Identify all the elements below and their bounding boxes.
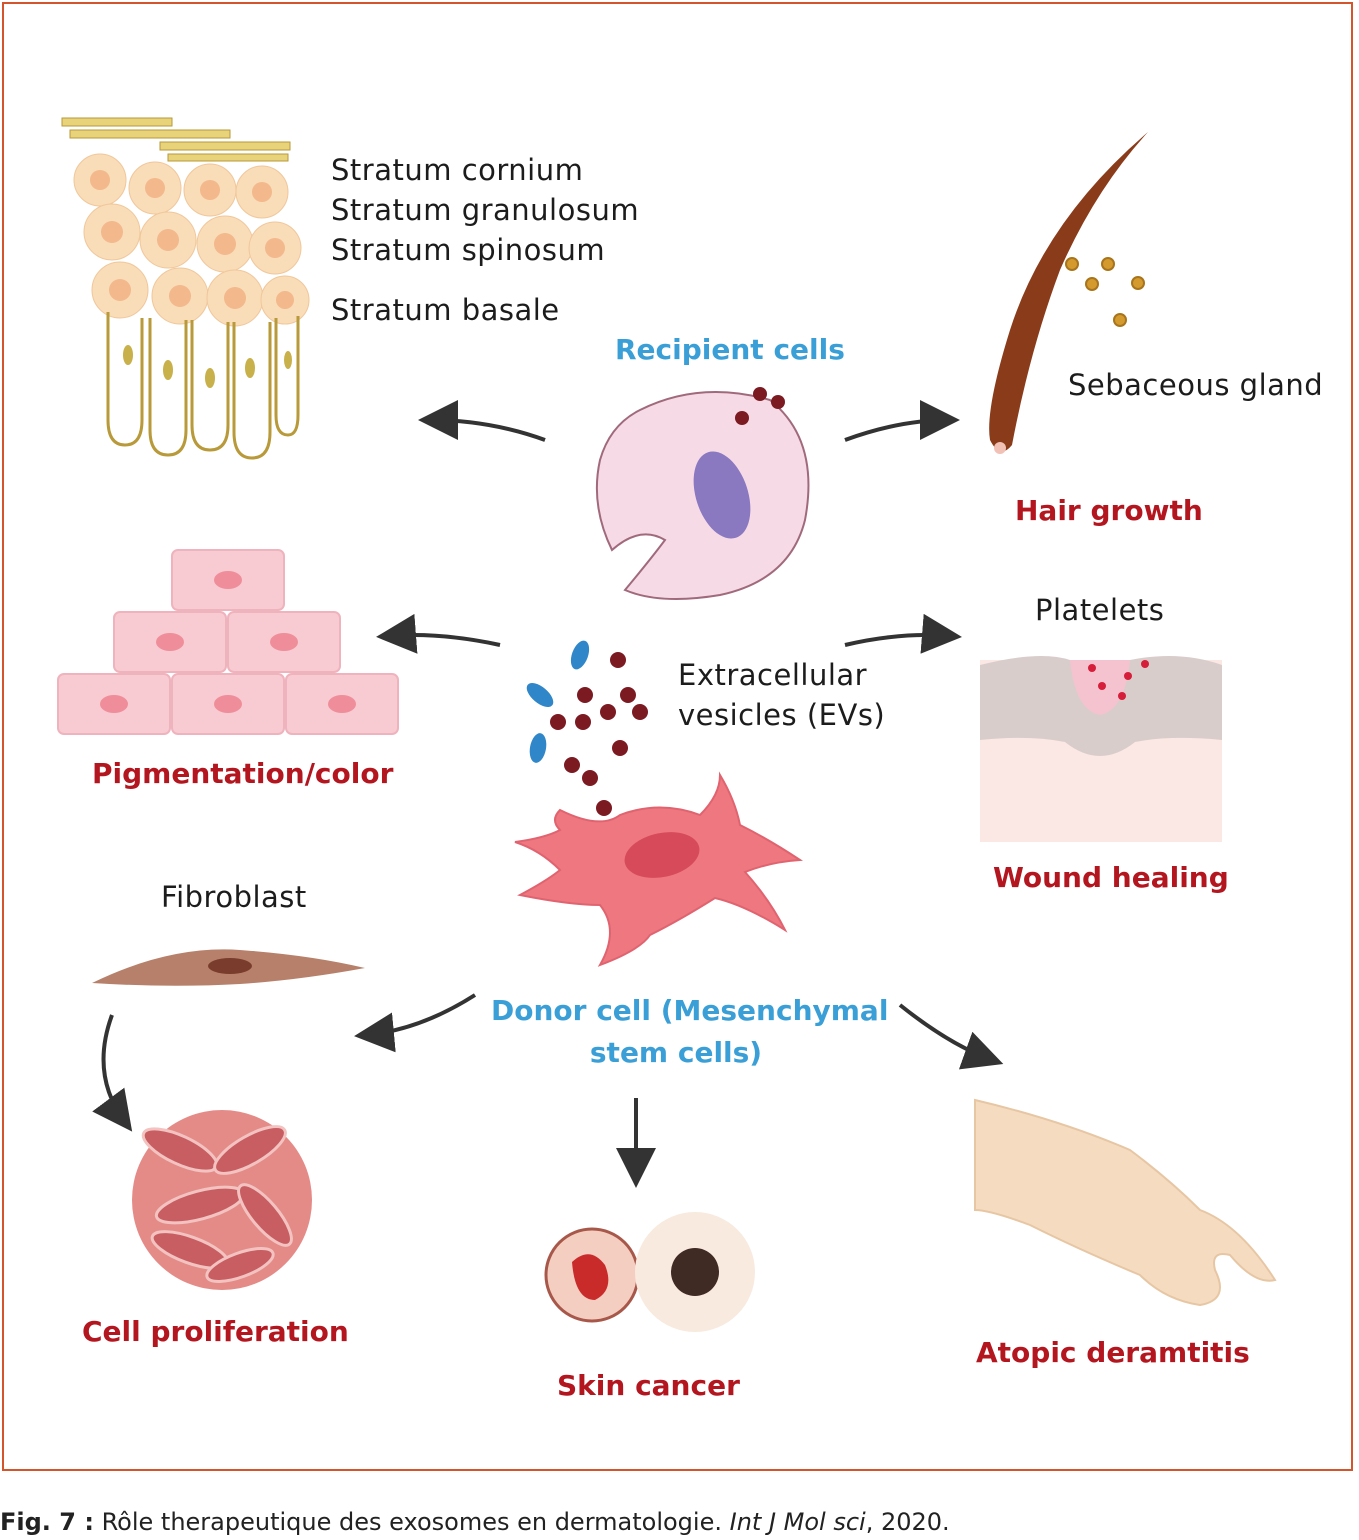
atopic-dermatitis-label: Atopic deramtitis xyxy=(976,1336,1250,1369)
donor-label-line1: Donor cell (Mesenchymal xyxy=(491,994,889,1027)
hand-illustration xyxy=(974,1098,1277,1307)
sebaceous-gland-label: Sebaceous gland xyxy=(1068,368,1324,402)
caption-year: , 2020. xyxy=(865,1508,950,1536)
arrow-to-fibroblast xyxy=(354,993,477,1053)
caption-fig-number: Fig. 7 : xyxy=(0,1508,94,1536)
donor-cell-label: Donor cell (Mesenchymal stem cells) xyxy=(491,990,889,1074)
caption-journal: Int J Mol sci xyxy=(729,1508,866,1536)
epidermis-illustration xyxy=(61,117,310,460)
stratum-granulosum-label: Stratum granulosum xyxy=(331,193,640,227)
arrow-to-atopic xyxy=(898,1003,1004,1070)
wound-healing-label: Wound healing xyxy=(993,861,1229,894)
ev-label-line2: vesicles (EVs) xyxy=(678,698,886,732)
recipient-cell-illustration xyxy=(595,387,810,600)
cell-proliferation-illustration xyxy=(132,1110,312,1290)
arrow-to-hair xyxy=(844,400,960,442)
fibroblast-label: Fibroblast xyxy=(161,880,307,914)
fibroblast-illustration xyxy=(92,949,365,986)
wound-skin-illustration xyxy=(980,656,1222,842)
caption-text: Rôle therapeutique des exosomes en derma… xyxy=(93,1508,730,1536)
donor-cell-illustration xyxy=(514,771,804,967)
strata-labels: Stratum cornium Stratum granulosum Strat… xyxy=(331,150,639,330)
arrow-to-pigmentation xyxy=(376,613,501,654)
extracellular-vesicles-illustration xyxy=(526,640,648,816)
ev-label-line1: Extracellular xyxy=(678,658,868,692)
hair-follicle-illustration xyxy=(989,132,1148,454)
arrows xyxy=(92,400,1004,1188)
cell-proliferation-label: Cell proliferation xyxy=(82,1315,349,1348)
arrow-to-wound xyxy=(844,613,962,654)
platelets-label: Platelets xyxy=(1035,593,1165,627)
arrow-fibroblast-to-proliferation xyxy=(92,1014,133,1132)
skin-cancer-label: Skin cancer xyxy=(557,1369,740,1402)
stratum-basale-label: Stratum basale xyxy=(331,293,560,327)
pigmentation-label: Pigmentation/color xyxy=(92,757,394,790)
stratum-spinosum-label: Stratum spinosum xyxy=(331,233,606,267)
stratum-cornium-label: Stratum cornium xyxy=(331,153,584,187)
figure-caption: Fig. 7 : Rôle therapeutique des exosomes… xyxy=(0,1508,950,1536)
extracellular-vesicles-label: Extracellular vesicles (EVs) xyxy=(678,655,885,735)
arrow-to-epidermis xyxy=(418,400,546,442)
hair-growth-label: Hair growth xyxy=(1015,494,1203,527)
skin-cancer-illustration xyxy=(544,1212,755,1332)
donor-label-line2: stem cells) xyxy=(589,1036,763,1069)
recipient-cells-label: Recipient cells xyxy=(615,333,845,366)
